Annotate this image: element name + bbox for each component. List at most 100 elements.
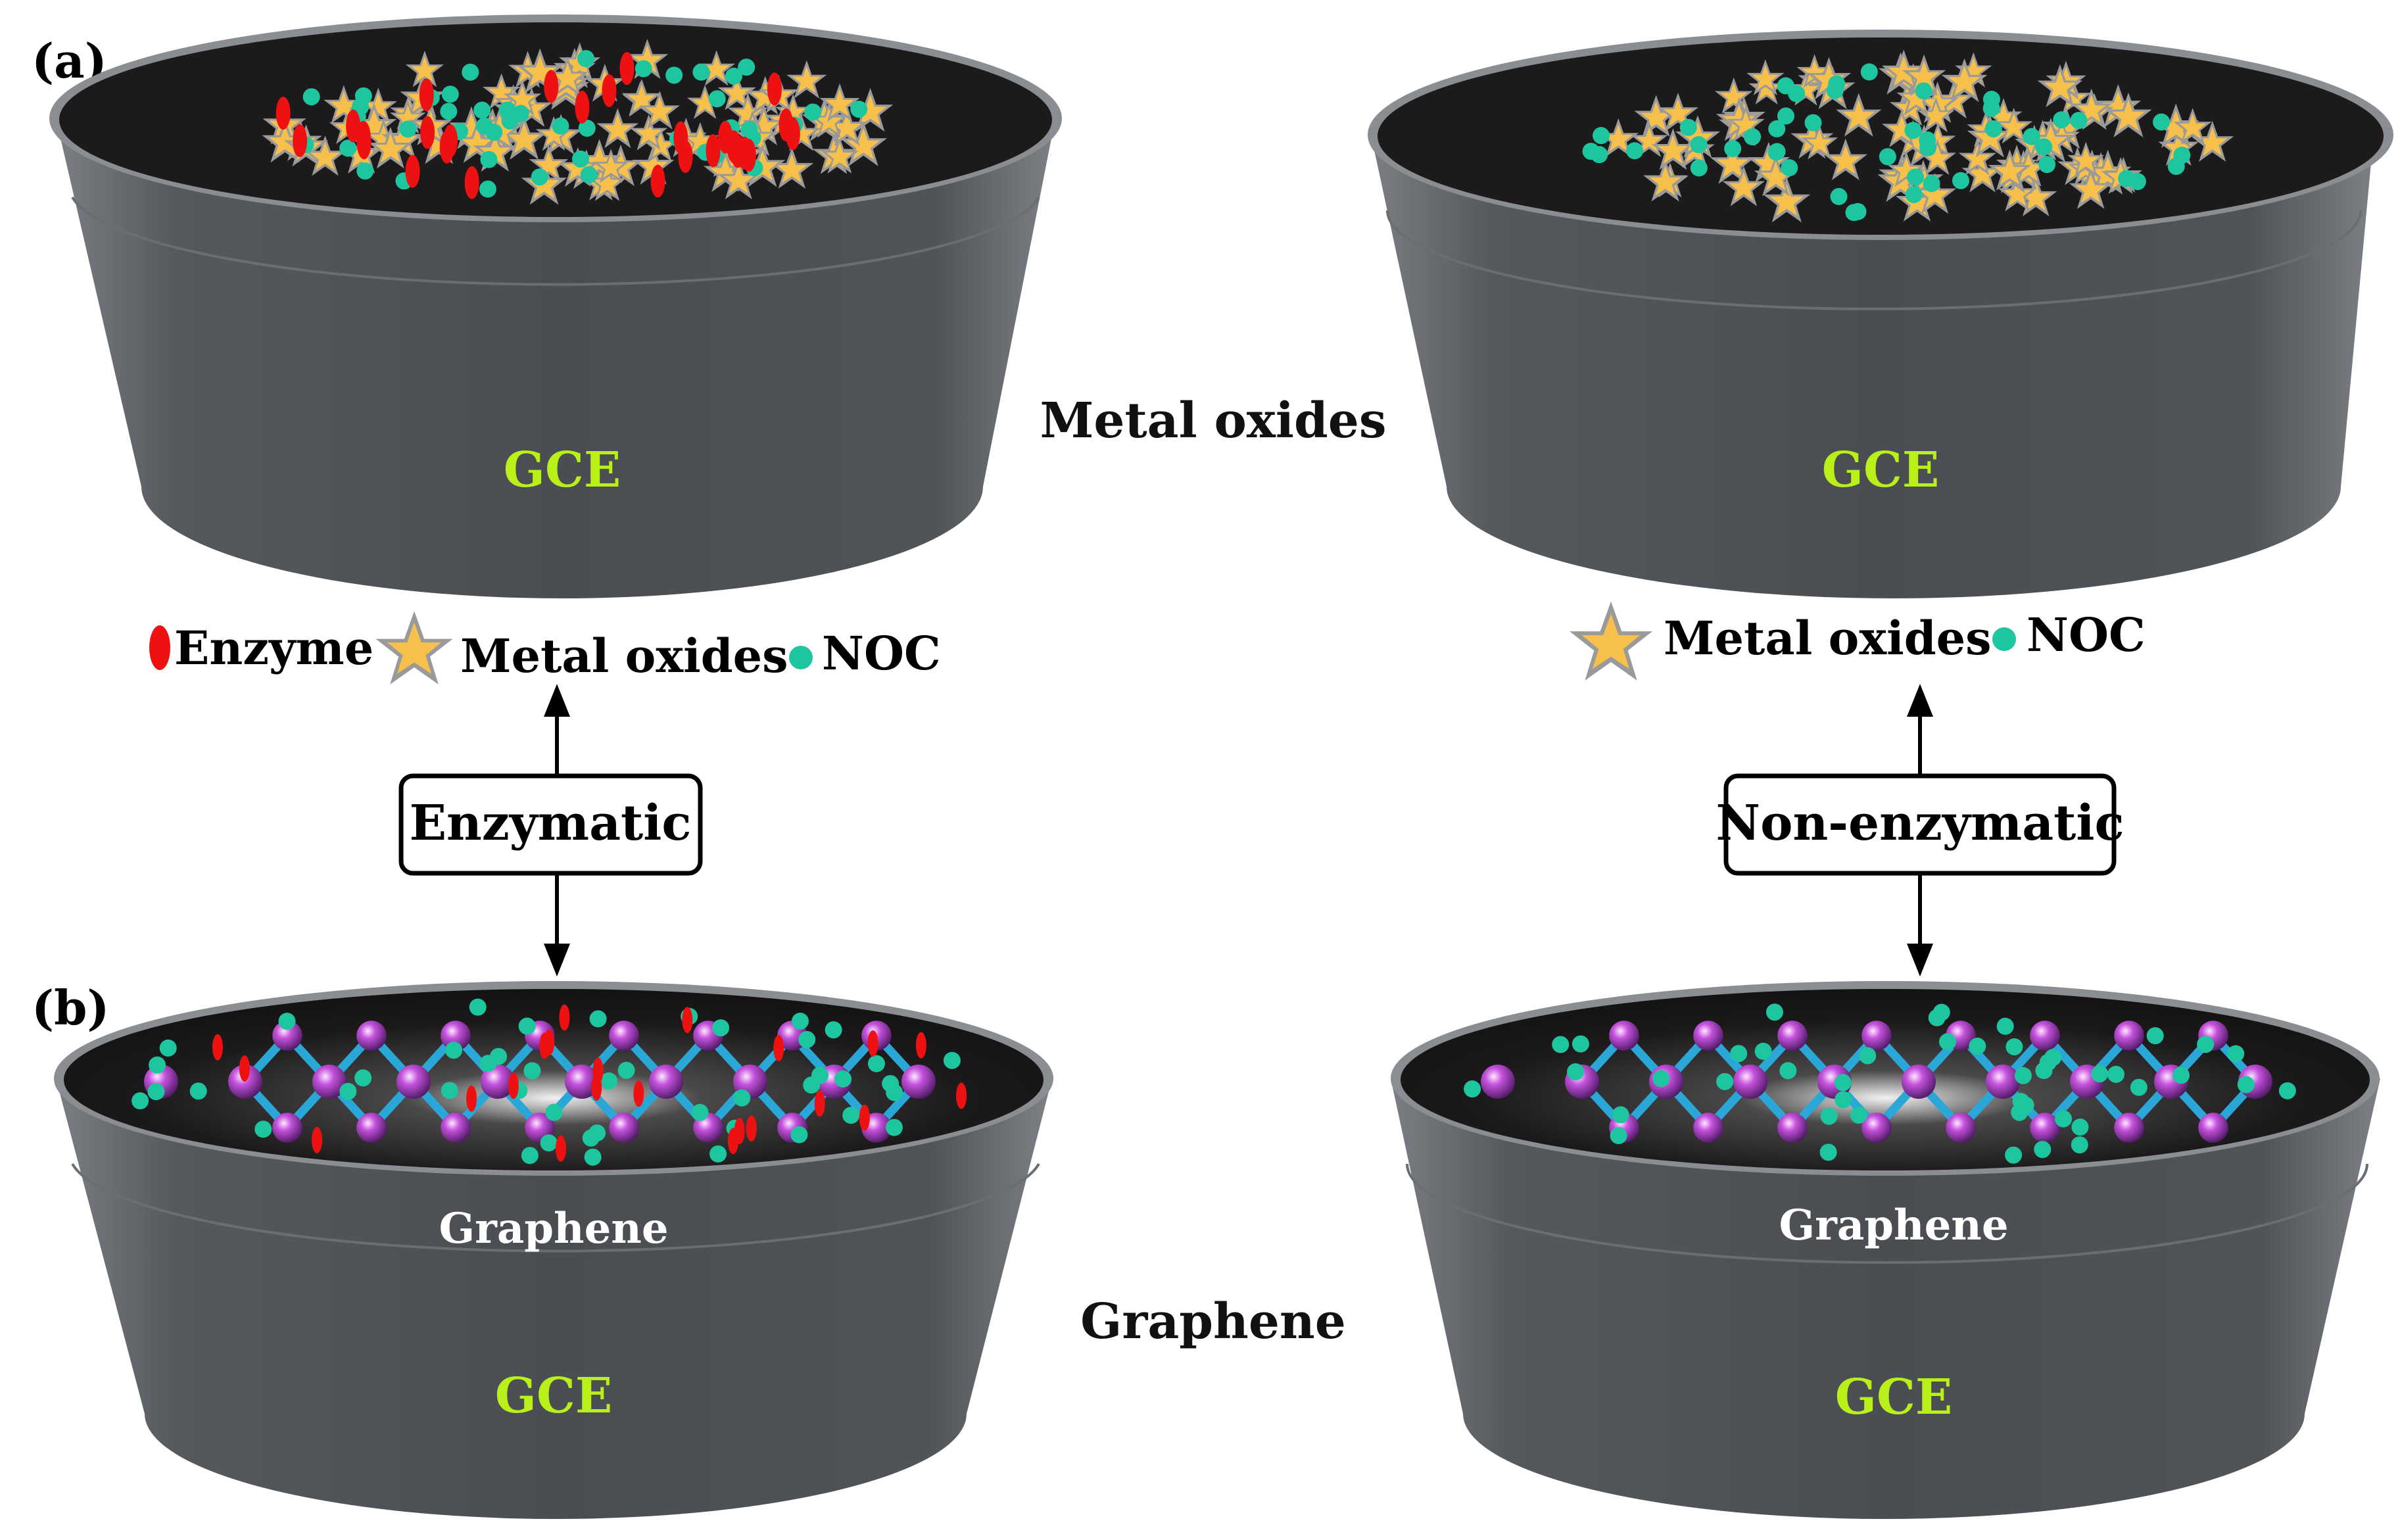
enzyme-particle bbox=[619, 52, 635, 85]
electrode-bottom-right: Graphene GCE bbox=[1391, 981, 2380, 1519]
enzyme-particle bbox=[867, 1030, 878, 1057]
noc-particle bbox=[1610, 1127, 1627, 1145]
noc-particle bbox=[811, 1067, 829, 1084]
noc-particle bbox=[1820, 1107, 1838, 1125]
noc-particle bbox=[159, 1039, 177, 1057]
graphene-layer-label: Graphene bbox=[439, 1204, 668, 1253]
noc-particle bbox=[2070, 112, 2088, 130]
enzyme-particle bbox=[559, 1004, 570, 1031]
noc-particle bbox=[1834, 1074, 1852, 1092]
carbon-atom bbox=[396, 1065, 431, 1099]
enzyme-particle bbox=[419, 78, 434, 112]
enzyme-particle bbox=[734, 1117, 745, 1144]
gce-label: GCE bbox=[504, 442, 621, 498]
enzyme-particle bbox=[555, 1135, 566, 1162]
graphene-lattice bbox=[132, 998, 967, 1166]
carbon-atom bbox=[2030, 1021, 2060, 1051]
carbon-atom bbox=[441, 1021, 471, 1051]
legend-noc-label: NOC bbox=[822, 626, 941, 681]
noc-particle bbox=[462, 63, 479, 81]
gce-label: GCE bbox=[495, 1368, 613, 1424]
carbon-atom bbox=[1986, 1065, 2020, 1099]
noc-particle bbox=[1626, 142, 1644, 160]
enzyme-particle bbox=[539, 1032, 550, 1059]
noc-particle bbox=[1582, 143, 1600, 160]
noc-particle bbox=[2035, 138, 2053, 156]
non-enzymatic-label: Non-enzymatic bbox=[1716, 795, 2124, 852]
carbon-atom bbox=[356, 1021, 387, 1051]
carbon-atom bbox=[1861, 1113, 1892, 1143]
noc-particle bbox=[1830, 187, 1848, 205]
noc-particle bbox=[1768, 120, 1786, 137]
enzyme-particle bbox=[464, 166, 479, 199]
carbon-atom bbox=[609, 1113, 639, 1143]
carbon-atom bbox=[1693, 1113, 1723, 1143]
noc-particle bbox=[1572, 1035, 1589, 1053]
noc-icon bbox=[1992, 627, 2016, 651]
carbon-atom bbox=[2030, 1113, 2060, 1143]
carbon-atom bbox=[1693, 1021, 1723, 1051]
noc-particle bbox=[523, 1062, 541, 1080]
noc-particle bbox=[1915, 82, 1932, 100]
noc-particle bbox=[1652, 1070, 1670, 1088]
noc-particle bbox=[2053, 111, 2071, 129]
noc-particle bbox=[582, 1129, 600, 1147]
carbon-atom bbox=[2114, 1021, 2144, 1051]
noc-particle bbox=[2227, 1045, 2245, 1063]
noc-particle bbox=[1982, 91, 2000, 108]
noc-particle bbox=[740, 121, 758, 139]
noc-particle bbox=[2071, 1136, 2088, 1154]
noc-particle bbox=[2044, 1049, 2062, 1067]
noc-particle bbox=[278, 1013, 296, 1030]
carbon-atom bbox=[441, 1113, 471, 1143]
noc-particle bbox=[147, 1083, 165, 1101]
legend-enzyme-label: Enzyme bbox=[174, 621, 373, 675]
noc-particle bbox=[738, 59, 756, 76]
noc-particle bbox=[441, 85, 459, 103]
non-enzymatic-connector bbox=[1907, 684, 1933, 976]
carbon-atom bbox=[1777, 1021, 1808, 1051]
metal-oxide-cluster bbox=[262, 39, 894, 205]
legend-right: Metal oxides NOC bbox=[1570, 601, 2146, 681]
legend-metal-oxides-label: Metal oxides bbox=[1664, 611, 1992, 665]
noc-particle bbox=[2055, 1110, 2073, 1128]
enzyme-particle bbox=[405, 155, 420, 188]
noc-particle bbox=[709, 1145, 727, 1163]
noc-particle bbox=[842, 1107, 860, 1124]
noc-icon bbox=[789, 646, 813, 669]
metal-oxide-star-icon bbox=[375, 611, 453, 685]
carbon-atom bbox=[272, 1113, 302, 1143]
noc-particle bbox=[1744, 128, 1762, 146]
electrode-bottom-left: Graphene GCE bbox=[54, 981, 1053, 1519]
noc-particle bbox=[399, 120, 417, 138]
panel-label-b: (b) bbox=[32, 980, 109, 1036]
noc-particle bbox=[790, 1126, 808, 1143]
noc-particle bbox=[1904, 122, 1922, 139]
noc-particle bbox=[1984, 120, 2002, 137]
enzyme-particle bbox=[591, 1074, 602, 1101]
noc-particle bbox=[1845, 204, 1863, 222]
noc-particle bbox=[512, 105, 529, 122]
enzyme-particle bbox=[785, 117, 800, 151]
enzyme-particle bbox=[633, 1080, 644, 1107]
noc-particle bbox=[2034, 1141, 2052, 1159]
noc-particle bbox=[2130, 1078, 2148, 1096]
noc-particle bbox=[1905, 185, 1923, 203]
noc-particle bbox=[2005, 1146, 2023, 1164]
legend-metal-oxides-label: Metal oxides bbox=[460, 629, 788, 683]
noc-particle bbox=[540, 1134, 558, 1152]
noc-particle bbox=[479, 180, 496, 198]
noc-particle bbox=[1819, 1143, 1837, 1161]
noc-particle bbox=[1777, 107, 1795, 125]
noc-particle bbox=[149, 1056, 166, 1074]
noc-particle bbox=[1996, 1017, 2014, 1035]
carbon-atom bbox=[609, 1021, 639, 1051]
noc-particle bbox=[498, 101, 516, 119]
enzyme-particle bbox=[239, 1055, 250, 1082]
carbon-atom bbox=[565, 1065, 599, 1099]
noc-particle bbox=[2153, 113, 2171, 131]
carbon-atom bbox=[228, 1065, 262, 1099]
carbon-atom bbox=[1733, 1065, 1767, 1099]
noc-particle bbox=[867, 1055, 885, 1072]
noc-particle bbox=[825, 1021, 842, 1039]
